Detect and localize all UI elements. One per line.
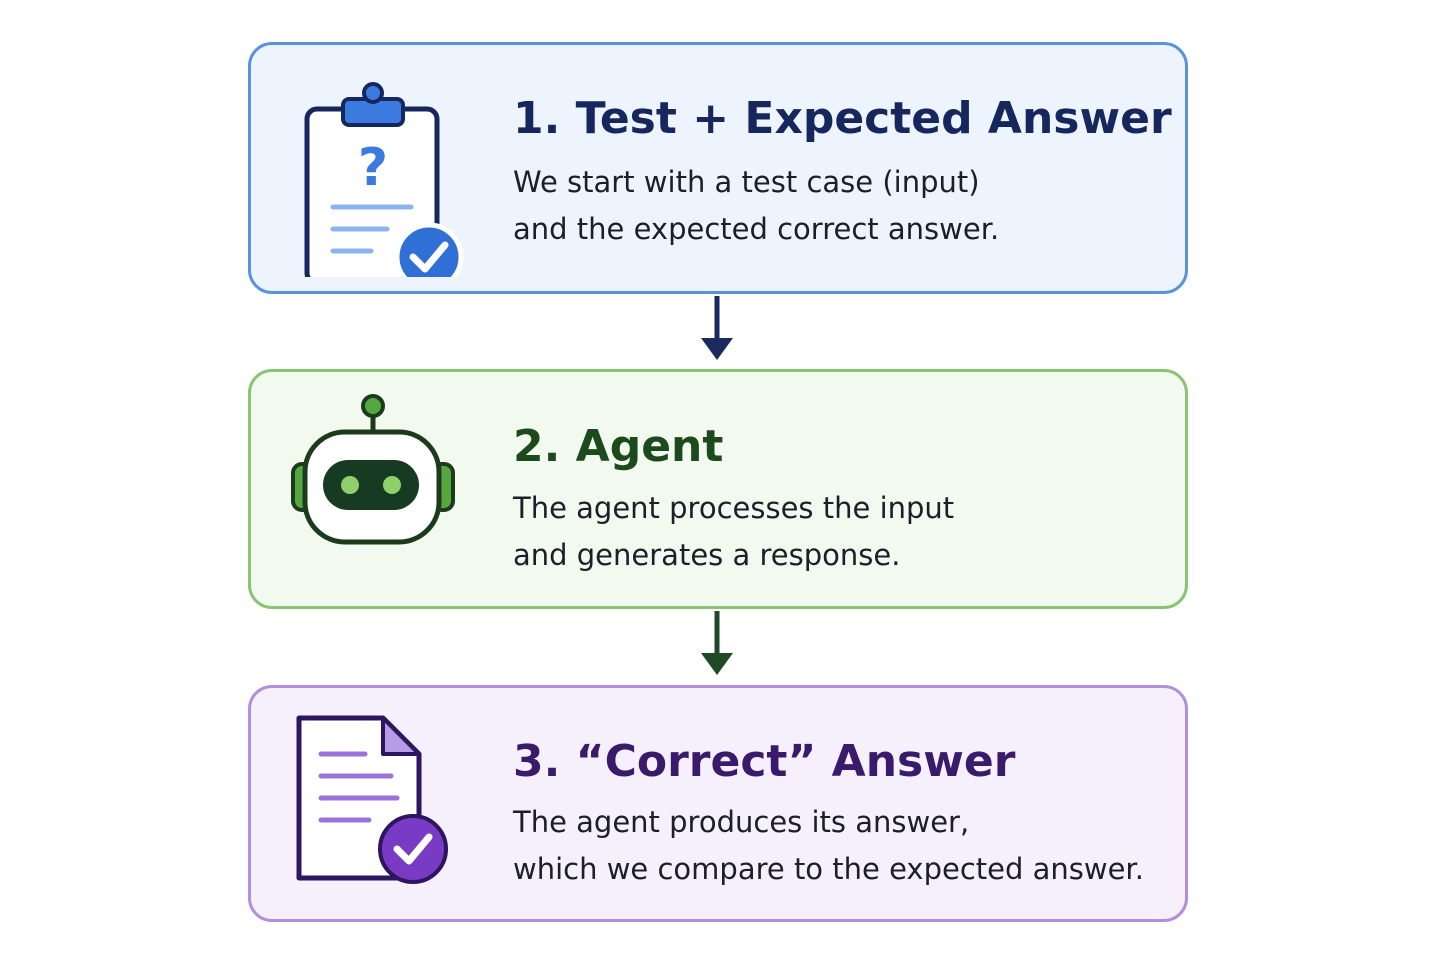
step-description-line: and generates a response. [513, 538, 901, 572]
document-check-icon [296, 715, 448, 884]
down-arrow-icon [701, 611, 733, 675]
arrow-head [701, 338, 733, 360]
step-title: 2. Agent [513, 421, 724, 472]
clipboard-question-icon: ? [304, 82, 464, 277]
step-description-line: The agent processes the input [513, 491, 955, 525]
step-title: 1. Test + Expected Answer [513, 93, 1172, 144]
step-description-line: and the expected correct answer. [513, 212, 1000, 246]
step-description: We start with a test case (input) and th… [513, 159, 999, 253]
step-description-line: We start with a test case (input) [513, 165, 980, 199]
step-correct-answer: 3. “Correct” Answer The agent produces i… [248, 685, 1188, 922]
step-description: The agent produces its answer, which we … [513, 799, 1144, 893]
svg-text:?: ? [358, 138, 388, 198]
arrow-head [701, 653, 733, 675]
step-description-line: which we compare to the expected answer. [513, 852, 1144, 886]
step-test-expected-answer: ? 1. Test + Expected Answer We start wit… [248, 42, 1188, 294]
step-title: 3. “Correct” Answer [513, 736, 1016, 787]
down-arrow-icon [701, 296, 733, 360]
robot-icon [291, 394, 455, 545]
step-agent: 2. Agent The agent processes the input a… [248, 369, 1188, 609]
step-description: The agent processes the input and genera… [513, 485, 954, 579]
step-description-line: The agent produces its answer, [513, 805, 970, 839]
